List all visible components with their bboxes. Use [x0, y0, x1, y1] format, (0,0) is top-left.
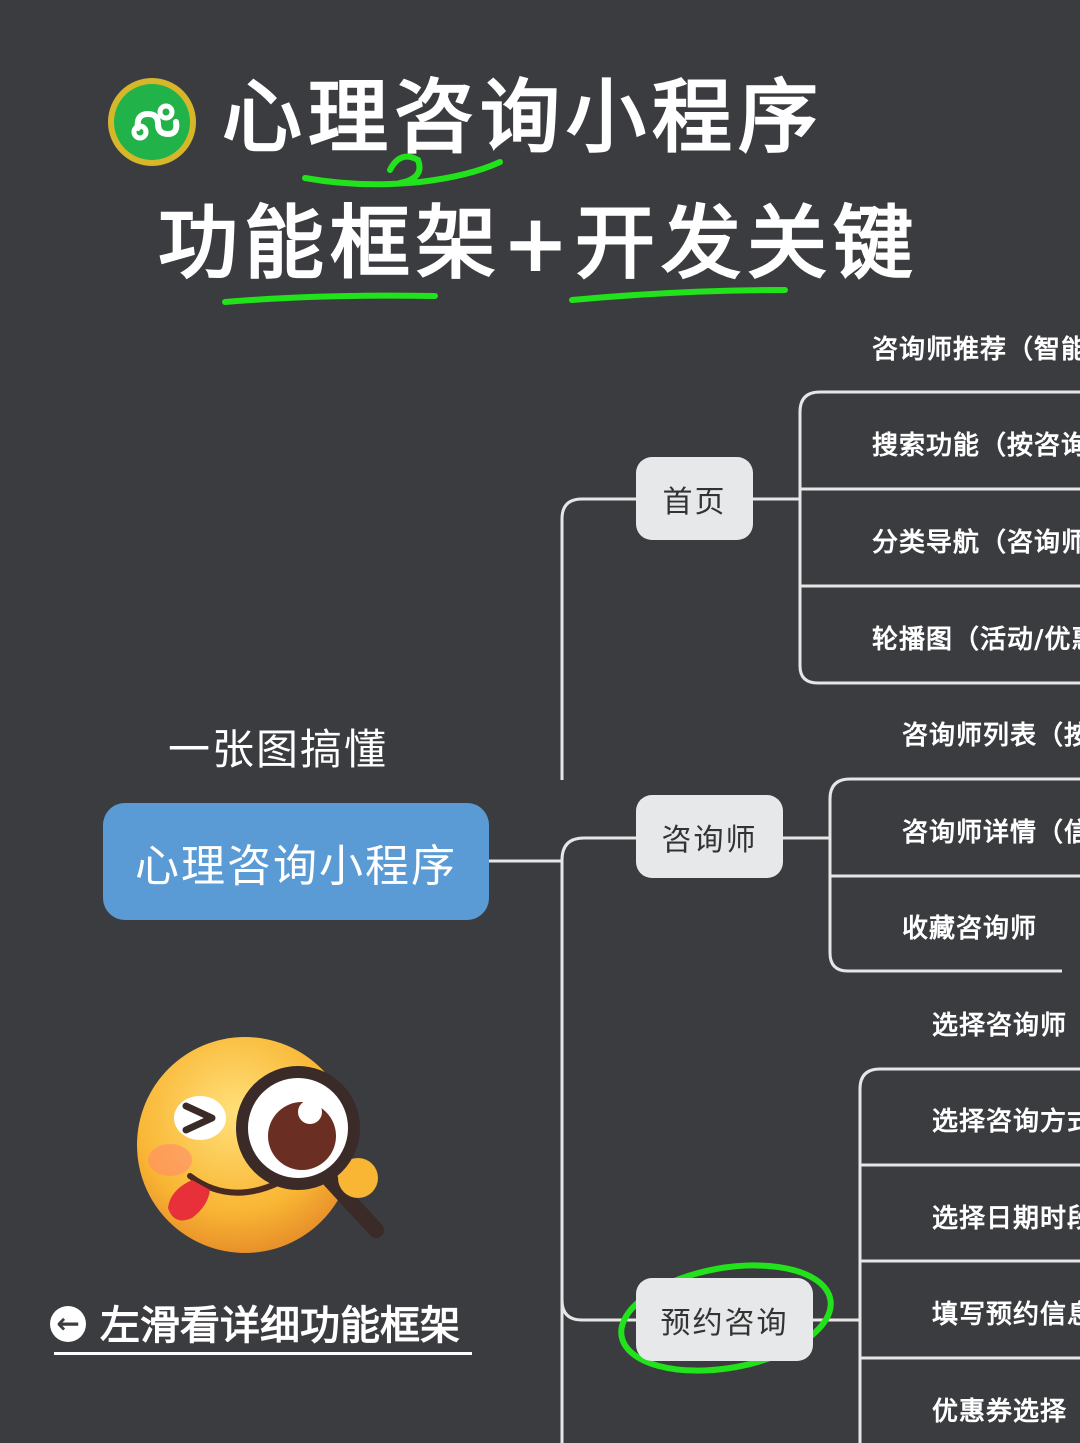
leaf-booking-fill-info: 填写预约信息	[932, 1300, 1080, 1330]
leaf-home-category-nav: 分类导航（咨询师	[872, 528, 1080, 558]
arrow-left-circle-icon: ←	[50, 1306, 86, 1342]
leaf-counselor-detail: 咨询师详情（信	[902, 818, 1080, 848]
mini-program-link-icon	[108, 78, 196, 166]
branch-node-counselor: 咨询师	[636, 795, 783, 878]
swipe-hint-underline	[54, 1352, 472, 1355]
leaf-home-search: 搜索功能（按咨询	[872, 431, 1080, 461]
subtitle: 一张图搞懂	[168, 725, 389, 774]
leaf-booking-select-counselor: 选择咨询师	[932, 1011, 1068, 1041]
leaf-booking-select-date: 选择日期时段	[932, 1204, 1080, 1234]
branch-node-home: 首页	[636, 457, 753, 540]
leaf-booking-select-method: 选择咨询方式	[932, 1107, 1080, 1137]
mindmap-root-node: 心理咨询小程序	[103, 803, 489, 920]
winking-magnifier-emoji-icon	[137, 1037, 384, 1253]
leaf-home-recommend: 咨询师推荐（智能	[872, 335, 1080, 365]
booking-highlight-circle	[618, 1262, 834, 1374]
leaf-counselor-list: 咨询师列表（按	[902, 721, 1080, 751]
swipe-hint[interactable]: ← 左滑看详细功能框架	[50, 1298, 460, 1354]
page-title-line2: 功能框架+开发关键	[158, 197, 920, 290]
page-title-line1: 心理咨询小程序	[222, 71, 824, 164]
highlight-underlines	[222, 153, 788, 305]
branch-node-booking: 预约咨询	[636, 1278, 813, 1361]
swipe-hint-label: 左滑看详细功能框架	[100, 1303, 460, 1349]
leaf-booking-coupon: 优惠券选择	[932, 1397, 1068, 1427]
leaf-home-carousel: 轮播图（活动/优惠	[872, 625, 1080, 655]
leaf-counselor-favorite: 收藏咨询师	[902, 914, 1038, 944]
